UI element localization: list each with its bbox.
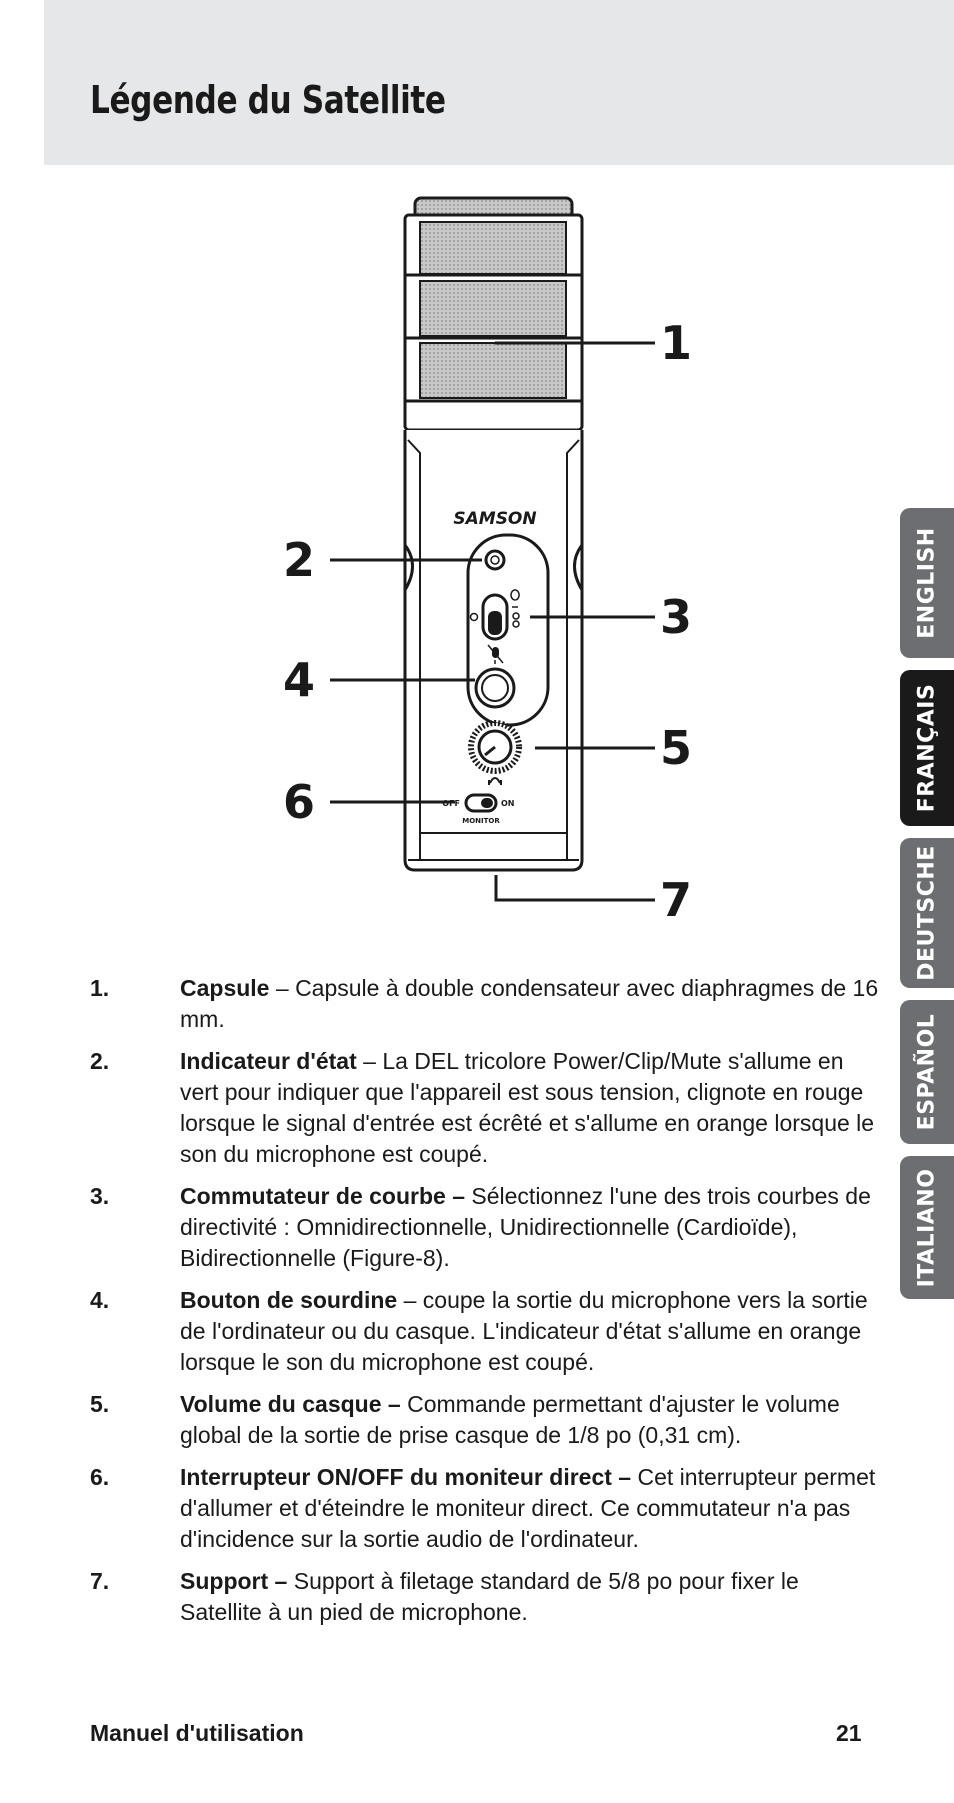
brand-logo: SAMSON [453, 509, 536, 529]
svg-text:ON: ON [501, 799, 515, 808]
headphone-icon [488, 777, 502, 785]
list-item: 2.Indicateur d'état – La DEL tricolore P… [90, 1048, 875, 1167]
legend-list: 1.Capsule – Capsule à double condensateu… [90, 973, 880, 1639]
list-item: 7.Support – Support à filetage standard … [90, 1568, 799, 1625]
callout-5: 5 [660, 721, 692, 775]
tab-english[interactable]: ENGLISH [900, 508, 954, 658]
tab-italiano[interactable]: ITALIANO [900, 1156, 954, 1299]
capsule-head [403, 196, 584, 432]
control-panel [466, 533, 550, 727]
footer-manual-label: Manuel d'utilisation [90, 1720, 304, 1746]
tab-deutsche[interactable]: DEUTSCHE [900, 838, 954, 988]
list-item: 1.Capsule – Capsule à double condensateu… [90, 975, 879, 1032]
tab-francais[interactable]: FRANÇAIS [900, 670, 954, 826]
page-title: Légende du Satellite [90, 78, 446, 122]
status-led [484, 549, 506, 571]
header-band [44, 0, 954, 165]
list-item: 4.Bouton de sourdine – coupe la sortie d… [90, 1287, 868, 1375]
callout-3: 3 [660, 590, 692, 644]
headphone-volume-knob [468, 720, 522, 785]
microphone-diagram: SAMSON OFF ON MONITOR [283, 196, 692, 927]
list-item: 6.Interrupteur ON/OFF du moniteur direct… [90, 1464, 876, 1552]
svg-text:MONITOR: MONITOR [462, 817, 500, 825]
list-item: 3.Commutateur de courbe – Sélectionnez l… [90, 1183, 871, 1271]
list-item: 5.Volume du casque – Commande permettant… [90, 1391, 840, 1448]
mute-mic-icon [487, 644, 504, 664]
figure8-icon [512, 612, 520, 628]
callout-lines [330, 341, 655, 902]
callout-1: 1 [660, 316, 692, 370]
callout-7: 7 [660, 873, 692, 927]
callout-6: 6 [283, 775, 315, 829]
page-number: 21 [836, 1720, 862, 1746]
callout-4: 4 [283, 653, 315, 707]
callout-2: 2 [283, 533, 315, 587]
tab-espanol[interactable]: ESPAÑOL [900, 1000, 954, 1144]
